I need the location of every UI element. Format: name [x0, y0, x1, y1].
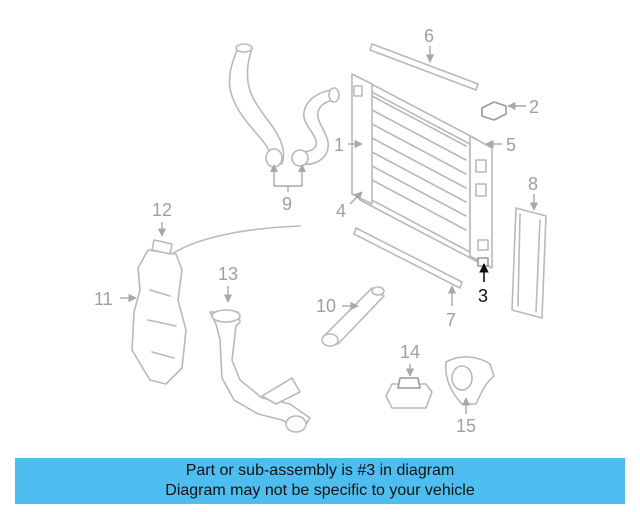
callout-8: 8 — [528, 174, 539, 211]
callout-5: 5 — [485, 135, 516, 155]
drain-cock — [477, 257, 489, 267]
callout-9: 9 — [270, 164, 306, 214]
lower-hose — [321, 286, 385, 347]
callout-15: 15 — [456, 397, 476, 436]
callout-1: 1 — [334, 135, 363, 155]
svg-text:7: 7 — [446, 310, 456, 330]
svg-text:8: 8 — [528, 174, 538, 194]
svg-text:2: 2 — [529, 97, 539, 117]
svg-text:10: 10 — [316, 296, 336, 316]
callout-12: 12 — [152, 200, 172, 237]
thermostat — [385, 377, 433, 409]
callout-4: 4 — [336, 191, 363, 221]
callout-2: 2 — [507, 97, 539, 117]
upper-hose-right — [291, 87, 340, 167]
upper-hose-left — [228, 43, 285, 168]
svg-text:3: 3 — [478, 286, 488, 306]
callout-7: 7 — [446, 285, 457, 330]
callout-6: 6 — [424, 26, 435, 63]
banner-line-part-number: Part or sub-assembly is #3 in diagram — [185, 462, 455, 479]
filler-neck — [209, 309, 311, 433]
reservoir-tank — [131, 225, 301, 385]
svg-text:12: 12 — [152, 200, 172, 220]
lower-seal — [353, 227, 463, 289]
callout-3: 3 — [478, 263, 489, 306]
bracket — [481, 101, 507, 121]
banner-line-disclaimer: Diagram may not be specific to your vehi… — [165, 482, 475, 499]
svg-text:1: 1 — [334, 135, 344, 155]
radiator — [351, 73, 493, 269]
outlet-housing — [444, 356, 495, 405]
svg-text:14: 14 — [400, 342, 420, 362]
svg-text:5: 5 — [506, 135, 516, 155]
svg-text:15: 15 — [456, 416, 476, 436]
info-banner: Part or sub-assembly is #3 in diagram Di… — [15, 458, 625, 504]
svg-text:6: 6 — [424, 26, 434, 46]
callout-13: 13 — [218, 264, 238, 303]
svg-text:9: 9 — [282, 194, 292, 214]
callout-11: 11 — [94, 289, 137, 309]
callout-10: 10 — [316, 296, 359, 316]
svg-text:11: 11 — [94, 289, 113, 309]
svg-text:13: 13 — [218, 264, 238, 284]
svg-text:4: 4 — [336, 201, 346, 221]
parts-diagram: 1 2 3 4 5 6 7 8 9 10 11 — [94, 26, 547, 436]
callout-14: 14 — [400, 342, 420, 377]
side-panel — [511, 207, 547, 319]
upper-seal — [369, 43, 479, 91]
